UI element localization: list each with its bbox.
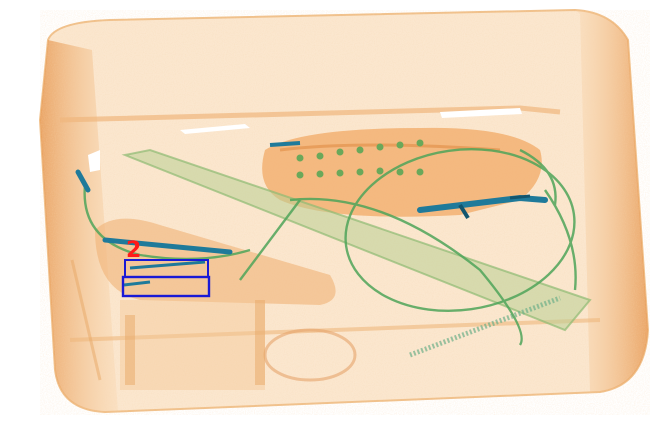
cable-loops — [83, 147, 577, 346]
lower-left-block — [95, 218, 357, 390]
diagonal-board — [121, 148, 592, 358]
detection-box-2 — [121, 275, 211, 298]
detection-label-1: 2 — [126, 238, 141, 263]
metal-items — [75, 169, 548, 287]
